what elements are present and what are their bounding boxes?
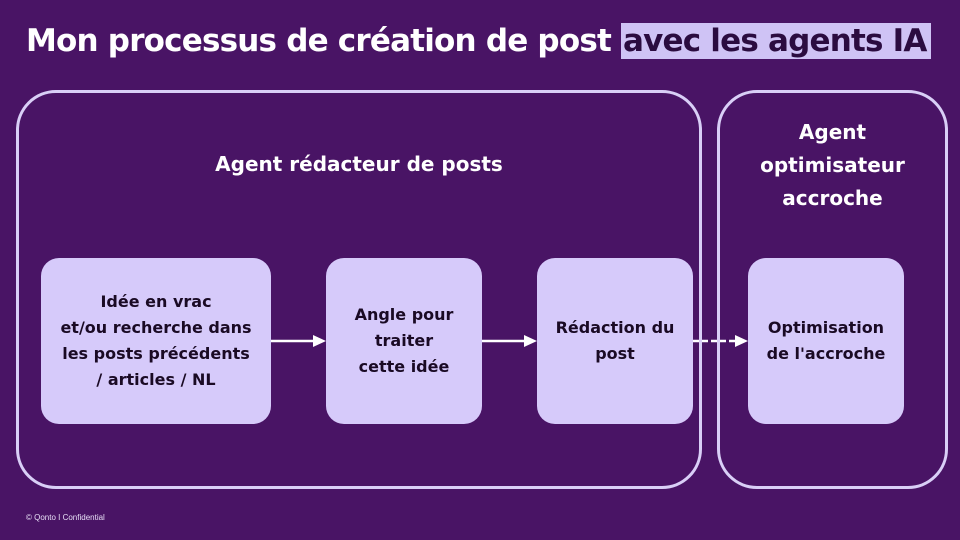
node-optimisation: Optimisation de l'accroche xyxy=(748,258,904,424)
footer-confidential: © Qonto I Confidential xyxy=(26,513,105,522)
page-title: Mon processus de création de post avec l… xyxy=(26,20,931,62)
arrow-1 xyxy=(271,335,326,347)
node-redaction: Rédaction du post xyxy=(537,258,693,424)
node-idee: Idée en vrac et/ou recherche dans les po… xyxy=(41,258,271,424)
title-main: Mon processus de création de post xyxy=(26,23,621,59)
agent-optimisateur-group xyxy=(717,90,948,489)
agent-redacteur-label: Agent rédacteur de posts xyxy=(215,152,503,176)
arrow-2 xyxy=(482,335,537,347)
agent-redacteur-group xyxy=(16,90,702,489)
title-highlight: avec les agents IA xyxy=(620,23,931,59)
agent-optimisateur-label: Agent optimisateur accroche xyxy=(760,120,905,210)
node-angle: Angle pour traiter cette idée xyxy=(326,258,482,424)
arrow-3 xyxy=(693,335,748,347)
